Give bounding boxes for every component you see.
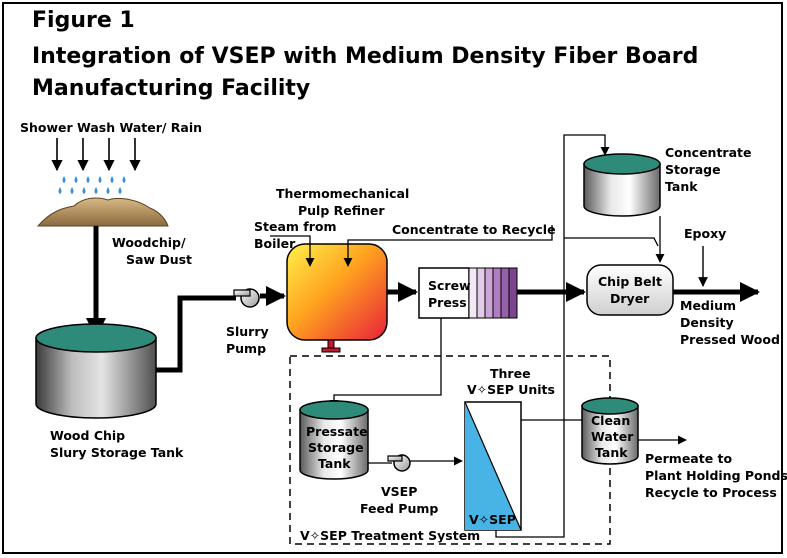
figure-title-line-1: Integration of VSEP with Medium Density … [32, 44, 699, 69]
label-epoxy: Epoxy [684, 226, 726, 241]
label-dryer-1: Chip Belt [598, 274, 662, 289]
label-steam-2: Boiler [254, 236, 296, 251]
label-pressate-tank-2: Storage [308, 440, 364, 455]
line-steam [270, 235, 315, 267]
label-concentrate-recycle: Concentrate to Recycle [392, 222, 556, 237]
label-slurry-pump-1: Slurry [226, 324, 269, 339]
label-storage-tank-2: Slury Storage Tank [50, 445, 184, 460]
line-concentrate-recycle [343, 225, 553, 267]
label-refiner-1: Thermomechanical [276, 186, 409, 201]
vsep-unit-column [464, 401, 522, 531]
label-feed-pump-2: Feed Pump [360, 501, 438, 516]
label-refiner-2: Pulp Refiner [298, 203, 385, 218]
label-treatment-system: V✧SEP Treatment System [300, 528, 480, 543]
label-clean-tank-3: Tank [595, 445, 628, 460]
pressate-storage-tank [299, 400, 369, 480]
label-clean-tank-1: Clean [591, 413, 630, 428]
figure-label: Figure 1 [32, 8, 135, 33]
slurry-storage-tank [35, 323, 157, 419]
label-concentrate-tank-3: Tank [665, 179, 698, 194]
concentrate-storage-tank [583, 153, 661, 217]
label-pressate-tank-3: Tank [318, 456, 351, 471]
feed-pump-icon [387, 454, 411, 472]
label-woodchip-2: Saw Dust [126, 252, 192, 267]
label-steam-1: Steam from [254, 219, 336, 234]
label-dryer-2: Dryer [610, 291, 650, 306]
label-mdf-2: Density [680, 315, 734, 330]
label-concentrate-tank-2: Storage [665, 162, 721, 177]
label-woodchip-1: Woodchip/ [112, 235, 186, 250]
label-pressate-tank-1: Pressate [306, 424, 368, 439]
label-vsep-column: V✧SEP [469, 512, 516, 527]
slurry-pump-icon [233, 288, 260, 308]
water-droplets [58, 176, 126, 194]
label-slurry-pump-2: Pump [226, 341, 266, 356]
woodchip-mound [36, 197, 169, 227]
label-storage-tank-1: Wood Chip [50, 428, 125, 443]
screw-press [418, 267, 518, 319]
label-screw-press-2: Press [428, 295, 467, 310]
pulp-refiner [286, 243, 388, 353]
label-concentrate-tank-1: Concentrate [665, 145, 751, 160]
clean-water-tank [581, 397, 639, 465]
label-mdf-1: Medium [680, 298, 736, 313]
line-concentrate-to-tank [563, 134, 610, 350]
label-vsep-units-2: V✧SEP Units [467, 382, 555, 397]
chip-belt-dryer [586, 264, 674, 316]
figure-title-line-2: Manufacturing Facility [32, 76, 311, 101]
label-clean-tank-2: Water [591, 429, 634, 444]
label-mdf-3: Pressed Wood [680, 332, 780, 347]
label-screw-press-1: Screw [428, 278, 471, 293]
label-permeate-3: Recycle to Process [645, 485, 777, 500]
label-feed-pump-1: VSEP [381, 484, 417, 499]
label-shower: Shower Wash Water/ Rain [20, 120, 202, 135]
line-tank-to-pump [156, 295, 236, 373]
line-vsep-concentrate-return [495, 350, 565, 538]
label-permeate-1: Permeate to [645, 451, 733, 466]
label-permeate-2: Plant Holding Ponds/ [645, 468, 787, 483]
label-vsep-units-1: Three [490, 366, 531, 381]
line-tank-branch [564, 237, 659, 247]
rain-arrows [51, 138, 141, 172]
